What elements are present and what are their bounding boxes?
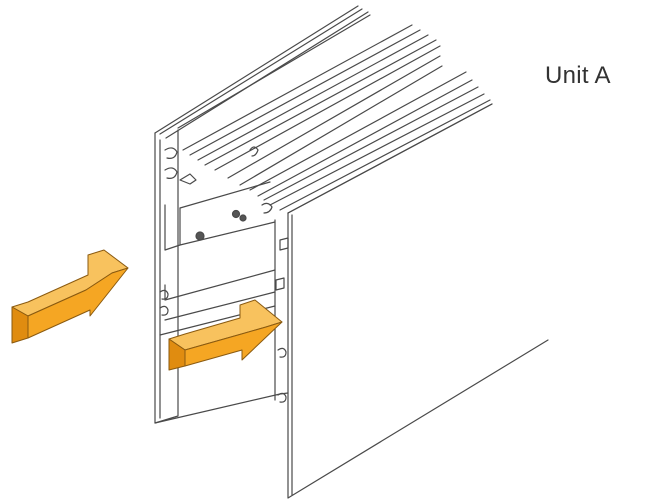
extrusion-top-4 [177,14,371,129]
extrusion-mid-5 [214,45,441,171]
face-panel-top [287,103,493,214]
groove-detail-5 [261,202,273,214]
frame-profile [154,5,549,499]
extrusion-mid-7 [239,65,443,186]
frame-bottom [154,392,289,424]
inner-channel-3 [179,221,276,246]
inner-channel-4 [164,269,276,301]
clip-detail-3 [279,237,289,251]
clip-detail-1 [159,289,169,300]
screw-2 [231,209,241,219]
extrusion-top-2 [159,8,363,135]
extrusion-mid-4 [204,39,437,166]
clip-detail-4 [275,277,285,291]
extrusion-low-5 [279,99,491,211]
inner-channel-2 [179,181,271,209]
extrusion-low-2 [257,79,473,197]
groove-detail-3 [179,173,197,185]
clip-detail-2 [159,305,169,316]
inner-channel-5 [164,291,276,321]
extrusion-mid-3 [197,34,429,161]
groove-detail-2 [164,167,178,179]
face-panel-outline [287,212,549,499]
screw-1 [195,231,205,241]
extrusion-low-4 [269,93,485,206]
clip-detail-5 [277,347,287,358]
groove-detail-1 [164,147,178,159]
extrusion-mid-6 [227,55,441,179]
arrow-lower [168,299,283,371]
screw-3 [239,214,247,222]
extrusion-low-3 [263,86,479,201]
extrusion-low-1 [249,71,467,191]
extrusion-mid-2 [189,29,421,156]
frame-left-edge [154,129,179,424]
groove-detail-4 [249,146,259,157]
clip-detail-6 [277,392,287,403]
arrow-lower-face [184,321,283,367]
inner-channel-1 [164,204,181,251]
arrow-upper [11,249,129,344]
extrusion-mid-1 [182,24,413,151]
unit-label: Unit A [545,62,611,89]
arrow-upper-face [27,267,129,339]
extrusion-top-1 [154,5,359,134]
